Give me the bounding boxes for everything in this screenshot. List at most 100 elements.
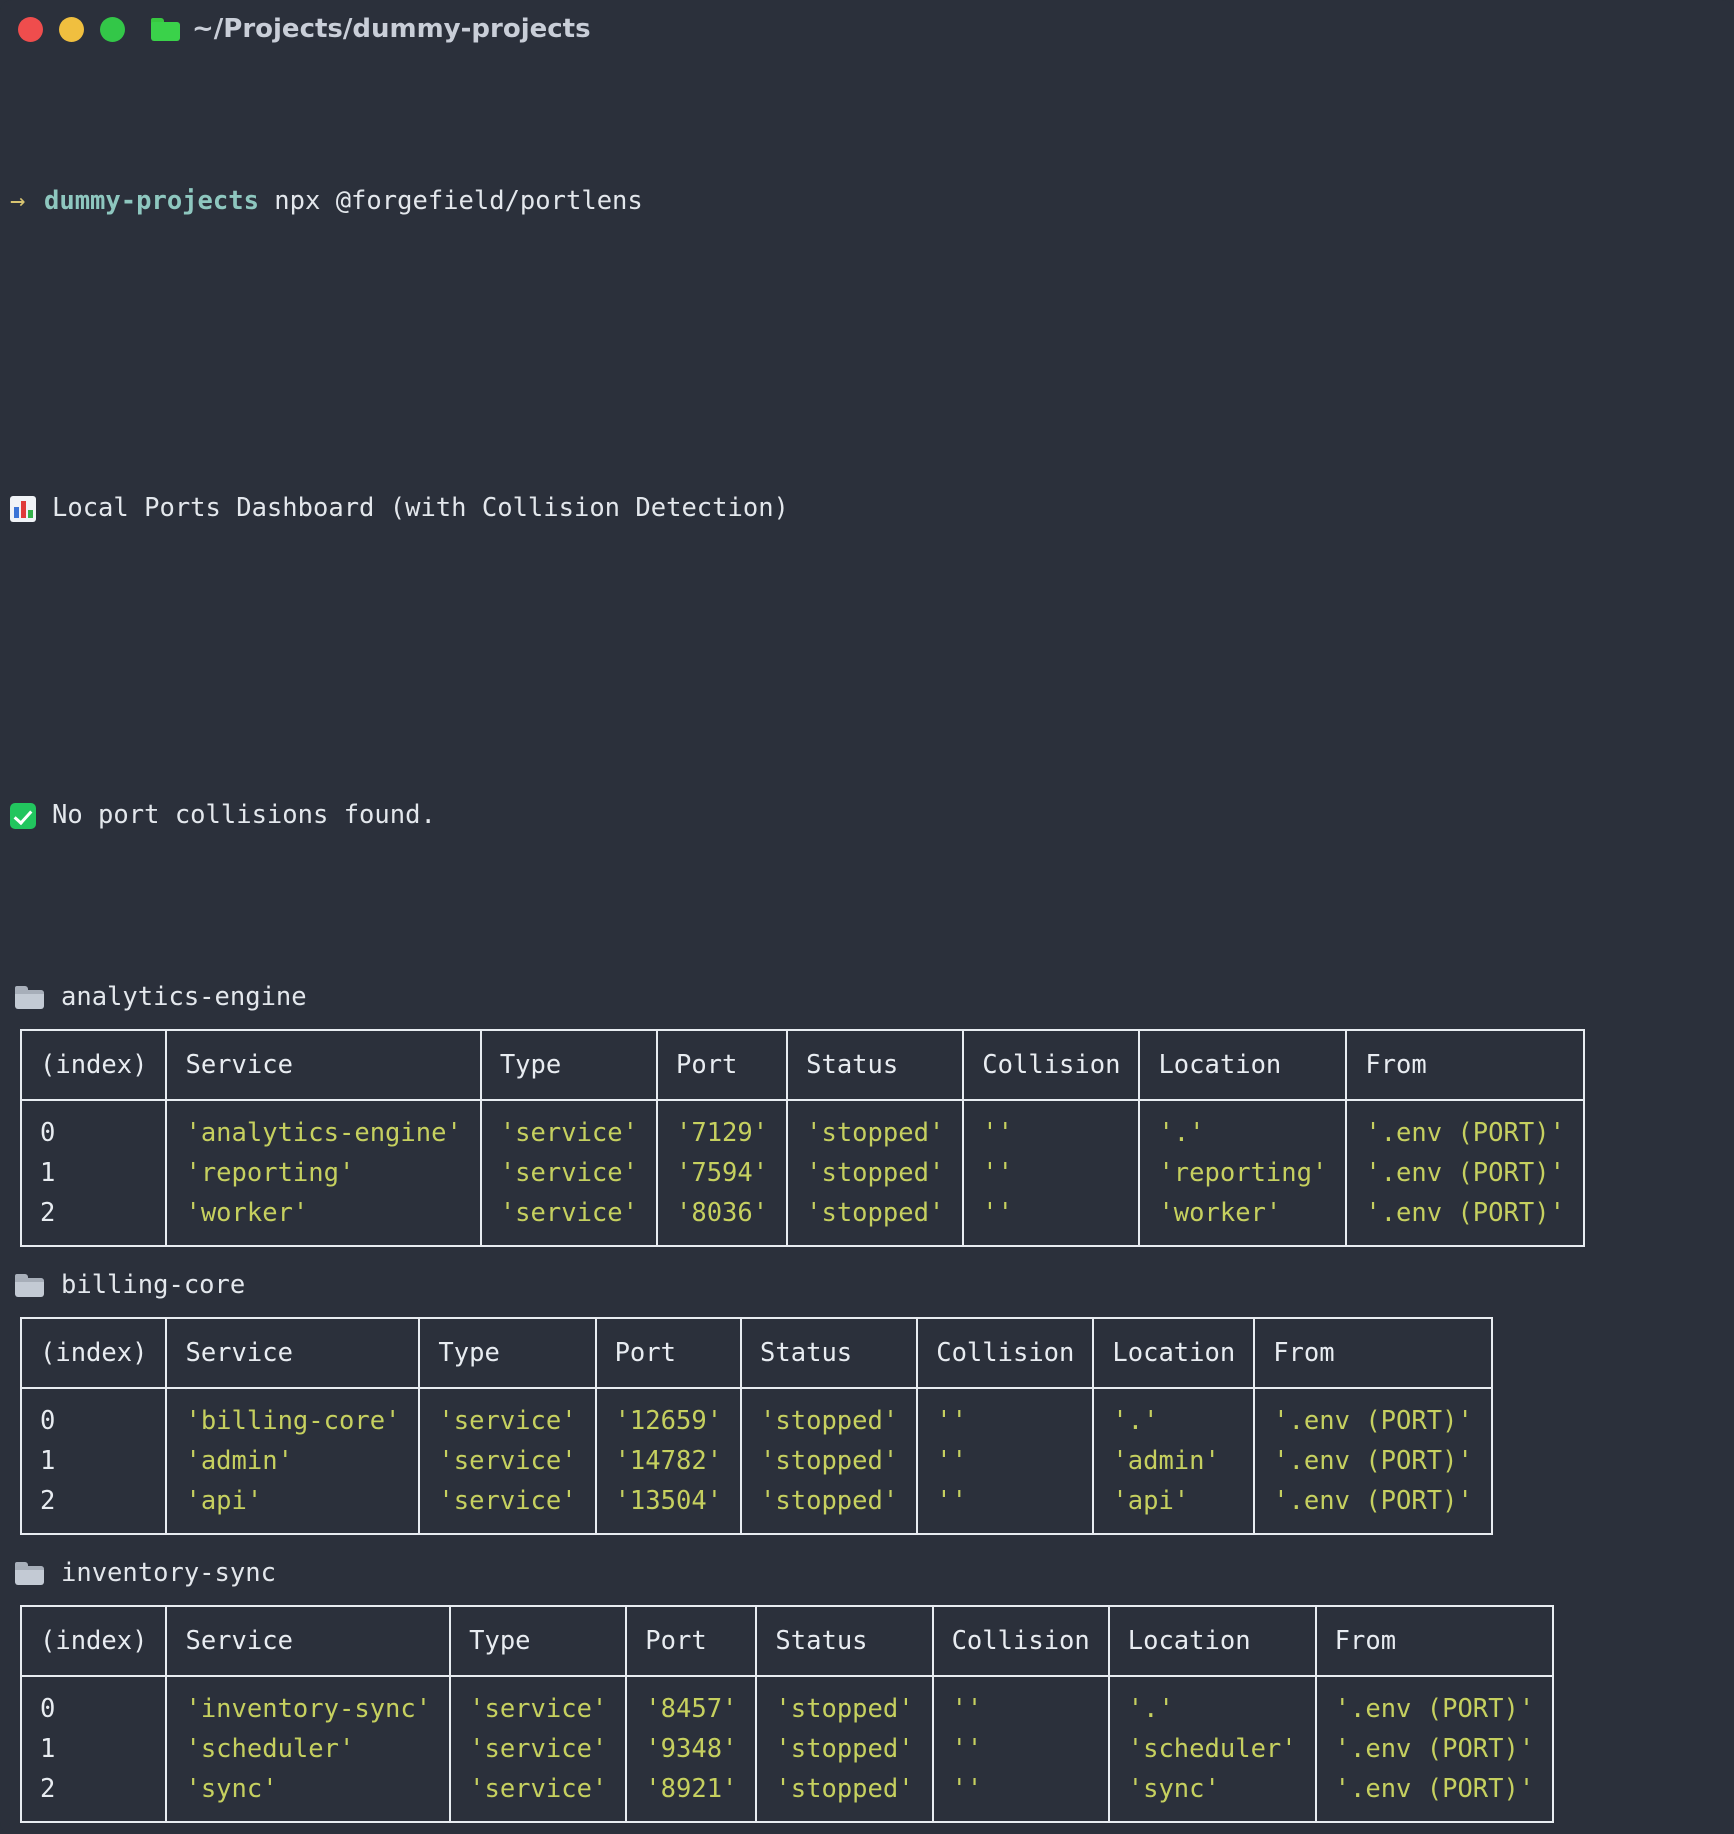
column-header: Type: [449, 1605, 628, 1677]
terminal-output: → dummy-projects npx @forgefield/portlen…: [0, 58, 1734, 1834]
cell-collision: '': [931, 1769, 1110, 1823]
collision-status-text: No port collisions found.: [52, 800, 436, 830]
cell-location: 'admin': [1092, 1441, 1256, 1481]
table-row: 2'worker''service''8036''stopped''''work…: [19, 1193, 1585, 1247]
column-header: (index): [19, 1029, 168, 1101]
project-name: analytics-engine: [61, 982, 307, 1012]
cell-service: 'api': [165, 1481, 421, 1535]
project-heading: billing-core: [10, 1265, 1720, 1306]
cell-service: 'reporting': [165, 1153, 482, 1193]
cell-status: 'stopped': [755, 1729, 934, 1769]
cell-location: 'scheduler': [1107, 1729, 1317, 1769]
project-name: billing-core: [61, 1270, 246, 1300]
cell-location: '.': [1107, 1675, 1317, 1729]
cell-location: '.': [1138, 1099, 1348, 1153]
cell-collision: '': [916, 1441, 1095, 1481]
maximize-button[interactable]: [100, 16, 125, 42]
column-header: From: [1253, 1317, 1493, 1389]
column-header: From: [1345, 1029, 1585, 1101]
close-button[interactable]: [18, 16, 43, 42]
spacer: [10, 652, 1720, 672]
project-heading: analytics-engine: [10, 977, 1720, 1018]
window-titlebar: ~/Projects/dummy-projects: [0, 0, 1734, 58]
cell-type: 'service': [418, 1441, 597, 1481]
cell-collision: '': [916, 1481, 1095, 1535]
cell-port: '8921': [625, 1769, 758, 1823]
table-row: 1'scheduler''service''9348''stopped''''s…: [19, 1729, 1555, 1769]
column-header: Service: [165, 1605, 452, 1677]
cell-from: '.env (PORT)': [1345, 1153, 1585, 1193]
window-title-group: ~/Projects/dummy-projects: [151, 14, 591, 44]
cell-type: 'service': [479, 1099, 658, 1153]
cell-from: '.env (PORT)': [1345, 1193, 1585, 1247]
column-header: (index): [19, 1317, 168, 1389]
cell-location: 'sync': [1107, 1769, 1317, 1823]
column-header: Status: [786, 1029, 965, 1101]
cell-from: '.env (PORT)': [1314, 1675, 1555, 1729]
cell-status: 'stopped': [755, 1675, 934, 1729]
column-header: Port: [594, 1317, 743, 1389]
minimize-button[interactable]: [59, 16, 84, 42]
cell-index: 2: [19, 1193, 168, 1247]
column-header: Location: [1138, 1029, 1348, 1101]
column-header: Status: [740, 1317, 919, 1389]
column-header: From: [1314, 1605, 1555, 1677]
cell-collision: '': [962, 1193, 1141, 1247]
column-header: Location: [1092, 1317, 1256, 1389]
cell-index: 2: [19, 1481, 168, 1535]
cell-index: 1: [19, 1729, 168, 1769]
cell-port: '9348': [625, 1729, 758, 1769]
cell-status: 'stopped': [755, 1769, 934, 1823]
folder-icon: [15, 1274, 44, 1297]
cell-from: '.env (PORT)': [1314, 1769, 1555, 1823]
column-header: Port: [625, 1605, 758, 1677]
cell-port: '14782': [594, 1441, 743, 1481]
cell-port: '8457': [625, 1675, 758, 1729]
table-row: 0'billing-core''service''12659''stopped'…: [19, 1387, 1493, 1441]
column-header: Type: [479, 1029, 658, 1101]
cell-location: '.': [1092, 1387, 1256, 1441]
cell-type: 'service': [479, 1153, 658, 1193]
table-row: 2'api''service''13504''stopped''''api''.…: [19, 1481, 1493, 1535]
cell-port: '8036': [655, 1193, 789, 1247]
column-header: (index): [19, 1605, 168, 1677]
column-header: Service: [165, 1317, 421, 1389]
folder-icon: [151, 17, 180, 41]
prompt-cwd: dummy-projects: [44, 186, 259, 216]
cell-from: '.env (PORT)': [1253, 1481, 1493, 1535]
column-header: Location: [1107, 1605, 1317, 1677]
project-heading: inventory-sync: [10, 1553, 1720, 1594]
cell-port: '13504': [594, 1481, 743, 1535]
cell-from: '.env (PORT)': [1345, 1099, 1585, 1153]
table-row: 0'analytics-engine''service''7129''stopp…: [19, 1099, 1585, 1153]
table-row: 1'reporting''service''7594''stopped''''r…: [19, 1153, 1585, 1193]
dashboard-title: Local Ports Dashboard (with Collision De…: [52, 493, 789, 523]
cell-type: 'service': [449, 1769, 628, 1823]
cell-type: 'service': [479, 1193, 658, 1247]
cell-collision: '': [962, 1099, 1141, 1153]
cell-service: 'sync': [165, 1769, 452, 1823]
cell-port: '7594': [655, 1153, 789, 1193]
column-header: Type: [418, 1317, 597, 1389]
cell-index: 1: [19, 1153, 168, 1193]
cell-status: 'stopped': [740, 1387, 919, 1441]
column-header: Collision: [962, 1029, 1141, 1101]
cell-from: '.env (PORT)': [1314, 1729, 1555, 1769]
check-mark-icon: [10, 802, 36, 829]
cell-location: 'reporting': [1138, 1153, 1348, 1193]
spacer: [10, 345, 1720, 365]
cell-type: 'service': [449, 1675, 628, 1729]
cell-index: 0: [19, 1387, 168, 1441]
cell-from: '.env (PORT)': [1253, 1387, 1493, 1441]
window-controls: [18, 16, 125, 42]
cell-service: 'inventory-sync': [165, 1675, 452, 1729]
column-header: Status: [755, 1605, 934, 1677]
cell-collision: '': [931, 1729, 1110, 1769]
cell-port: '7129': [655, 1099, 789, 1153]
